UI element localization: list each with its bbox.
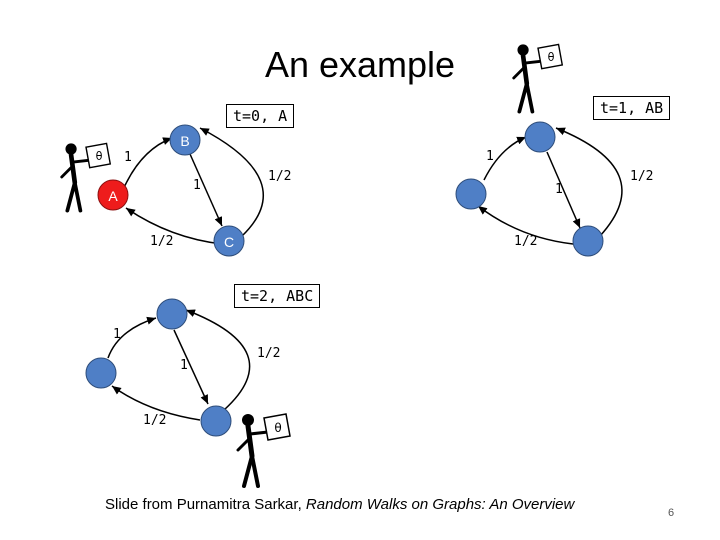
citation-prefix: Slide from Purnamitra Sarkar, bbox=[105, 496, 306, 513]
time-label-t0: t=0, A bbox=[226, 104, 295, 128]
edge-a-to-b bbox=[107, 316, 157, 359]
edge-label: 1/2 bbox=[630, 169, 653, 184]
panel-t1: 1 1 1/2 1/2 bbox=[455, 44, 653, 257]
node-b bbox=[156, 298, 188, 330]
node-a bbox=[97, 179, 129, 211]
walker-figure-icon bbox=[238, 414, 290, 486]
node-a bbox=[455, 178, 487, 210]
edge-a-to-b bbox=[483, 136, 527, 181]
panel-t2: 1 1 1/2 1/2 bbox=[85, 298, 290, 486]
edge-label: 1/2 bbox=[143, 413, 166, 428]
edge-c-to-b bbox=[199, 127, 264, 237]
slide-title: An example bbox=[264, 44, 456, 85]
edge-a-to-b bbox=[121, 137, 173, 193]
edge-label: 1 bbox=[555, 182, 563, 197]
walker-figure-icon bbox=[514, 44, 563, 111]
node-label-a: A bbox=[108, 188, 118, 204]
edge-c-to-b bbox=[185, 309, 251, 411]
edge-label: 1/2 bbox=[257, 346, 280, 361]
edge-label: 1/2 bbox=[268, 169, 291, 184]
page-number: 6 bbox=[668, 507, 675, 519]
node-b bbox=[169, 124, 201, 156]
node-c bbox=[572, 225, 604, 257]
node-b bbox=[524, 121, 556, 153]
edge-b-to-c bbox=[189, 153, 223, 227]
edge-b-to-c bbox=[173, 329, 209, 405]
node-label-b: B bbox=[180, 133, 189, 149]
edge-label: 1 bbox=[193, 178, 201, 193]
panel-t0: B A C 1 1 1/2 1/2 bbox=[62, 124, 291, 257]
edge-label: 1 bbox=[124, 150, 132, 165]
edge-c-to-b bbox=[555, 127, 623, 237]
node-label-c: C bbox=[224, 234, 234, 250]
edge-c-to-a bbox=[477, 205, 574, 245]
edge-label: 1 bbox=[113, 327, 121, 342]
edge-label: 1/2 bbox=[514, 234, 537, 249]
edge-c-to-a bbox=[125, 207, 223, 245]
slide-citation: Slide from Purnamitra Sarkar, Random Wal… bbox=[105, 496, 574, 513]
node-a bbox=[85, 357, 117, 389]
edge-c-to-a bbox=[111, 385, 201, 421]
edge-label: 1/2 bbox=[150, 234, 173, 249]
citation-title: Random Walks on Graphs: An Overview bbox=[305, 496, 575, 513]
edge-label: 1 bbox=[180, 358, 188, 373]
edge-label: 1 bbox=[486, 149, 494, 164]
time-label-t1: t=1, AB bbox=[593, 96, 671, 120]
edge-b-to-c bbox=[546, 151, 581, 229]
node-c bbox=[200, 405, 232, 437]
node-c bbox=[213, 225, 245, 257]
time-label-t2: t=2, ABC bbox=[234, 284, 321, 308]
